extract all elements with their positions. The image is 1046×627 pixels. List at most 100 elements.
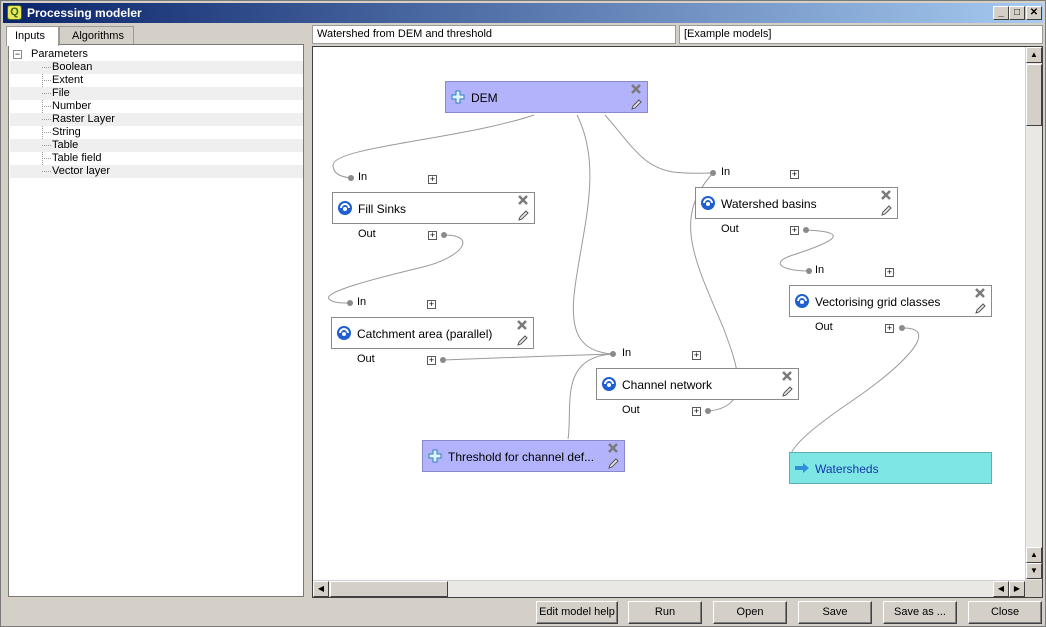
port-out-label: Out (358, 228, 376, 240)
node-label: Threshold for channel def... (448, 450, 595, 464)
expand-icon[interactable]: + (427, 299, 436, 309)
port-in-label: In (358, 171, 368, 183)
plus-icon (451, 90, 465, 104)
port-out-label: Out (622, 404, 640, 416)
node-vectorising-grid-classes[interactable]: Vectorising grid classes (789, 285, 992, 317)
model-group-input[interactable]: [Example models] (679, 25, 1043, 44)
expand-icon[interactable]: + (427, 355, 436, 365)
remove-icon[interactable] (974, 287, 986, 299)
remove-icon[interactable] (517, 194, 529, 206)
node-watershed-basins[interactable]: Watershed basins (695, 187, 898, 219)
node-threshold[interactable]: Threshold for channel def... (422, 440, 625, 472)
node-fill-sinks[interactable]: Fill Sinks (332, 192, 535, 224)
expand-icon[interactable]: + (790, 225, 799, 235)
link-catchment-channel-network (442, 353, 614, 361)
port-dot (348, 175, 354, 181)
maximize-button[interactable]: □ (1009, 6, 1025, 20)
window-title: Processing modeler (27, 6, 142, 20)
title-bar[interactable]: Q Processing modeler _ □ ✕ (3, 3, 1043, 23)
expand-icon[interactable]: + (428, 230, 437, 240)
close-button[interactable]: Close (968, 601, 1042, 624)
remove-icon[interactable] (516, 319, 528, 331)
tab-algorithms[interactable]: Algorithms (59, 26, 134, 45)
horizontal-scrollbar[interactable]: ◀ ◀ ▶ (313, 580, 1025, 597)
remove-icon[interactable] (880, 189, 892, 201)
inputs-tree: − Parameters Boolean Extent File Number … (8, 44, 304, 597)
link-dem-fill-sinks (332, 114, 535, 179)
remove-icon[interactable] (781, 370, 793, 382)
open-button[interactable]: Open (713, 601, 787, 624)
port-in-label: In (721, 166, 731, 178)
saga-icon (337, 326, 351, 340)
horizontal-scroll-thumb[interactable] (330, 581, 448, 597)
scroll-left-icon[interactable]: ◀ (993, 581, 1009, 597)
node-catchment-area[interactable]: Catchment area (parallel) (331, 317, 534, 349)
tree-item-boolean[interactable]: Boolean (10, 61, 303, 74)
expand-icon[interactable]: + (885, 267, 894, 277)
tree-item-table[interactable]: Table (10, 139, 303, 152)
tree-item-number[interactable]: Number (10, 100, 303, 113)
saga-icon (602, 377, 616, 391)
expand-icon[interactable]: + (790, 169, 799, 179)
node-watersheds-output[interactable]: Watersheds (789, 452, 992, 484)
saga-icon (795, 294, 809, 308)
port-dot (710, 170, 716, 176)
scroll-up-icon[interactable]: ▲ (1026, 47, 1042, 63)
qgis-icon: Q (7, 5, 22, 20)
edit-model-help-button[interactable]: Edit model help (536, 601, 618, 624)
vertical-scroll-thumb[interactable] (1026, 64, 1042, 126)
expand-icon[interactable]: + (428, 174, 437, 184)
port-in-label: In (357, 296, 367, 308)
link-threshold-channel-network (567, 353, 614, 440)
close-window-button[interactable]: ✕ (1026, 6, 1042, 20)
node-channel-network[interactable]: Channel network (596, 368, 799, 400)
tree-item-file[interactable]: File (10, 87, 303, 100)
model-canvas[interactable]: DEM In + Fill Sinks Out + In + Catchment… (312, 46, 1043, 598)
edit-icon[interactable] (607, 457, 620, 470)
vertical-scrollbar[interactable]: ▲ ▲ ▼ (1025, 47, 1042, 580)
scroll-down-icon[interactable]: ▼ (1026, 563, 1042, 579)
tab-inputs-label: Inputs (15, 30, 45, 42)
node-label: Fill Sinks (358, 202, 407, 216)
save-as-button[interactable]: Save as ... (883, 601, 957, 624)
node-dem[interactable]: DEM (445, 81, 648, 113)
scroll-left-icon[interactable]: ◀ (313, 581, 329, 597)
tab-inputs[interactable]: Inputs (6, 26, 59, 46)
port-dot (705, 408, 711, 414)
node-label: Catchment area (parallel) (357, 327, 493, 341)
port-out-label: Out (357, 353, 375, 365)
tree-item-extent[interactable]: Extent (10, 74, 303, 87)
node-label: DEM (471, 91, 498, 105)
tree-item-raster-layer[interactable]: Raster Layer (10, 113, 303, 126)
expand-icon[interactable]: + (692, 350, 701, 360)
collapse-icon[interactable]: − (13, 49, 22, 59)
run-button[interactable]: Run (628, 601, 702, 624)
node-label: Vectorising grid classes (815, 295, 941, 309)
edit-icon[interactable] (880, 204, 893, 217)
scroll-right-icon[interactable]: ▶ (1009, 581, 1025, 597)
port-out-label: Out (815, 321, 833, 333)
tree-item-table-field[interactable]: Table field (10, 152, 303, 165)
link-watershed-basins-vectorising (779, 229, 834, 272)
expand-icon[interactable]: + (885, 323, 894, 333)
port-in-label: In (622, 347, 632, 359)
link-dem-channel-network (572, 114, 614, 355)
edit-icon[interactable] (781, 385, 794, 398)
canvas-viewport[interactable]: DEM In + Fill Sinks Out + In + Catchment… (313, 47, 1026, 580)
expand-icon[interactable]: + (692, 406, 701, 416)
remove-icon[interactable] (607, 442, 619, 454)
edit-icon[interactable] (517, 209, 530, 222)
edit-icon[interactable] (516, 334, 529, 347)
port-out-label: Out (721, 223, 739, 235)
remove-icon[interactable] (630, 83, 642, 95)
port-dot (899, 325, 905, 331)
tree-item-string[interactable]: String (10, 126, 303, 139)
scroll-up-icon[interactable]: ▲ (1026, 547, 1042, 563)
save-button[interactable]: Save (798, 601, 872, 624)
edit-icon[interactable] (630, 98, 643, 111)
tree-item-vector-layer[interactable]: Vector layer (10, 165, 303, 178)
edit-icon[interactable] (974, 302, 987, 315)
minimize-button[interactable]: _ (993, 6, 1009, 20)
scrollbar-corner (1025, 580, 1042, 597)
model-name-input[interactable]: Watershed from DEM and threshold (312, 25, 676, 44)
